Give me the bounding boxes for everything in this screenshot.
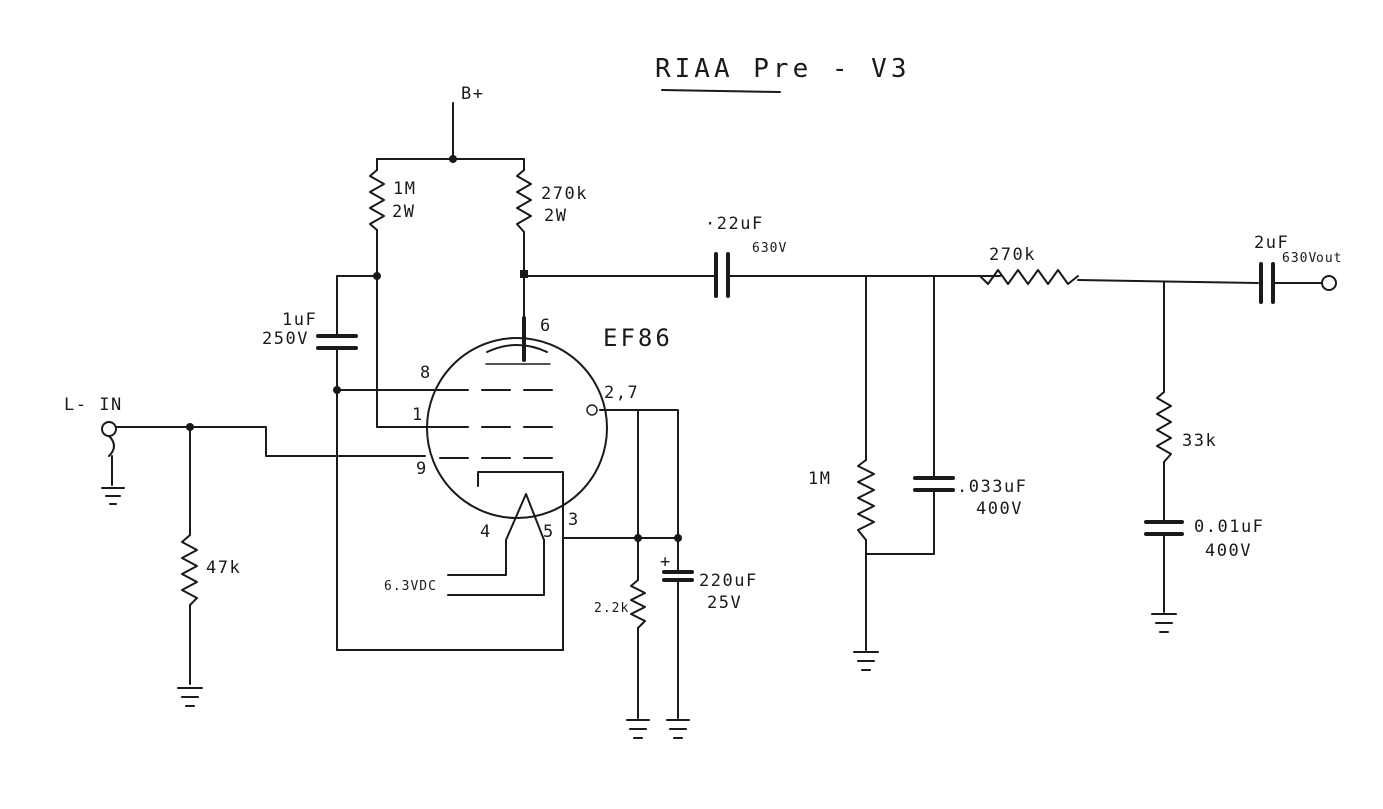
supply-label: B+ (461, 84, 484, 104)
screen-node-wiring (333, 272, 441, 651)
pin-label-heater-a: 4 (480, 522, 492, 542)
resistor-riaa-33k (1156, 391, 1172, 521)
riaa-cap1-value: .033uF (957, 477, 1027, 497)
pin-label-plate: 6 (540, 316, 552, 336)
resistor-grid-47k (181, 534, 198, 685)
tube-type-label: EF86 (603, 324, 673, 352)
capacitor-screen-1uf (316, 334, 358, 350)
grid-resistor-value: 47k (206, 558, 241, 578)
pin-label-heater-b: 5 (543, 522, 555, 542)
cathode-cap-value: 220uF (699, 571, 758, 591)
grid-wiring (186, 423, 426, 536)
screen-cap-value: 1uF (282, 310, 317, 330)
heater-wiring (447, 539, 545, 596)
riaa-cap2-rating: 400V (1205, 541, 1252, 561)
plate-resistor-value: 270k (541, 184, 588, 204)
pin-label-cathode: 3 (568, 510, 580, 530)
output-label: out (1316, 251, 1342, 266)
output-jack[interactable] (1321, 275, 1337, 291)
capacitor-riaa-001uf (1144, 520, 1184, 613)
riaa-resistor-value: 33k (1182, 431, 1217, 451)
ground-symbol-shunt (853, 651, 879, 671)
screen-cap-rating: 250V (262, 329, 309, 349)
suppressor-loop-wiring (336, 537, 564, 651)
ground-symbol-grid (177, 687, 203, 707)
heater-supply-label: 6.3VDC (384, 579, 437, 594)
riaa-shunt-wiring (865, 275, 935, 651)
shunt-resistor-value: 1M (808, 469, 831, 489)
output-cap-value: 2uF (1254, 233, 1289, 253)
riaa-cap1-rating: 400V (976, 499, 1023, 519)
series-resistor-value: 270k (989, 245, 1036, 265)
resistor-series-270k (979, 269, 1259, 285)
schematic-title: RIAA Pre - V3 (655, 54, 911, 84)
coupling-cap-rating: 630V (752, 241, 787, 256)
ground-symbol-riaa (1151, 613, 1177, 633)
resistor-plate-270k (516, 169, 532, 275)
input-jack[interactable] (101, 421, 191, 486)
supply-wiring (376, 102, 525, 171)
cathode-cap-rating: 25V (707, 593, 742, 613)
pin-label-suppressor: 8 (420, 363, 432, 383)
resistor-screen-1m (369, 169, 385, 277)
capacitor-coupling-022uf (714, 252, 1001, 298)
pin-label-shield: 2,7 (604, 383, 639, 403)
title-underline (661, 89, 781, 93)
capacitor-cathode-220uf (662, 570, 694, 719)
ground-symbol-input (101, 487, 125, 505)
pin-label-screen: 1 (412, 405, 424, 425)
ground-symbol-cathode-c (666, 719, 690, 739)
resistor-cathode-2k2 (630, 579, 646, 719)
input-label: L- IN (64, 395, 123, 415)
riaa-cap2-value: 0.01uF (1194, 517, 1264, 537)
capacitor-riaa-033uf (913, 476, 955, 492)
resistor-shunt-1m (857, 459, 875, 541)
cathode-resistor-value: 2.2k (594, 601, 629, 616)
capacitor-output-2uf (1259, 262, 1323, 304)
plate-resistor-rating: 2W (544, 206, 567, 226)
pin-label-grid: 9 (416, 459, 428, 479)
output-cap-rating: 630V (1282, 251, 1317, 266)
ef86-tube (426, 337, 608, 541)
cathode-wiring (562, 409, 682, 581)
cathode-cap-polarity: + (660, 552, 672, 572)
screen-resistor-value: 1M (393, 179, 416, 199)
coupling-cap-value: ·22uF (705, 214, 764, 234)
screen-resistor-rating: 2W (392, 202, 415, 222)
ground-symbol-cathode-r (626, 719, 650, 739)
